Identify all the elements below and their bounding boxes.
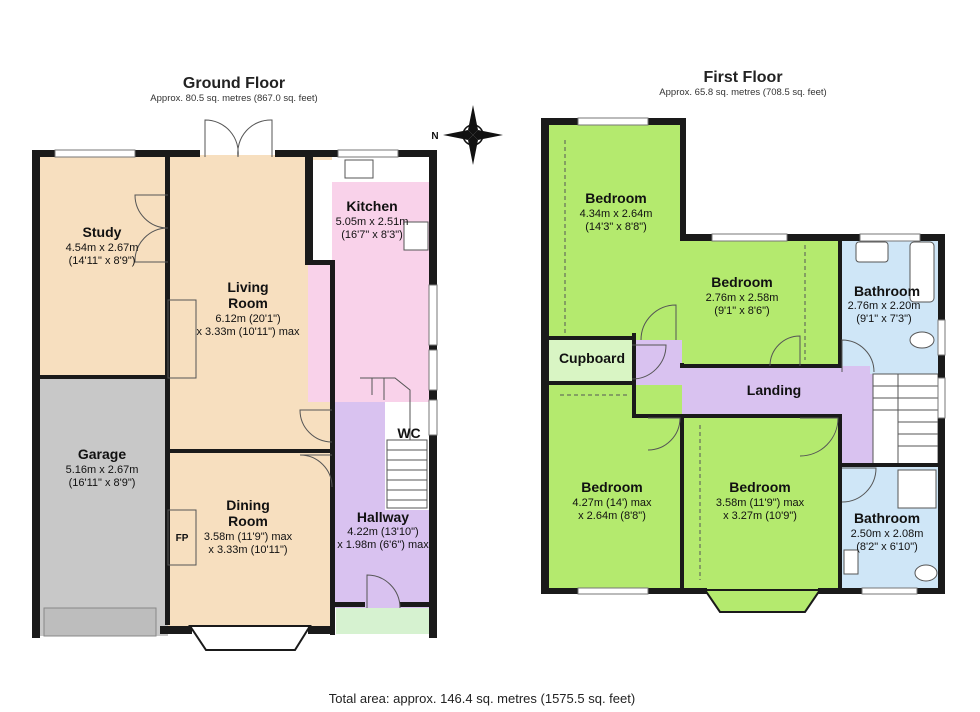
kitchen-left-strip [308, 262, 332, 402]
dining-dim-2: x 3.33m (10'11") [208, 544, 287, 556]
bedroom-4-dim-1: 3.58m (11'9") max [716, 497, 805, 509]
bedroom-4-bay [703, 589, 822, 613]
study-dim-metric: 4.54m x 2.67m [66, 242, 139, 254]
ground-floor-title: Ground Floor [183, 75, 285, 92]
bedroom-1-dim-metric: 4.34m x 2.64m [580, 208, 653, 220]
hallway-dim-2: x 1.98m (6'6") max [337, 539, 429, 551]
bedroom-3-dim-1: 4.27m (14') max [572, 497, 652, 509]
bathroom-1-name: Bathroom [854, 283, 920, 299]
first-floor-doors [560, 140, 877, 580]
compass-label: N [431, 131, 438, 142]
living-name-line2: Room [228, 295, 268, 311]
ground-floor-stairs [360, 377, 428, 509]
bathroom-2-dim-imperial: (8'2" x 6'10") [856, 541, 918, 553]
landing-room [632, 340, 898, 465]
bedroom-1-dim-imperial: (14'3" x 8'8") [585, 221, 647, 233]
kitchen-dim-metric: 5.05m x 2.51m [336, 216, 409, 228]
bedroom-2-name: Bedroom [711, 274, 772, 290]
bedroom-1-ext [632, 123, 682, 363]
landing-name: Landing [747, 382, 801, 398]
dining-name-line2: Room [228, 513, 268, 529]
hallway-name: Hallway [357, 509, 409, 525]
bedroom-1-name: Bedroom [585, 190, 646, 206]
fireplace-label: FP [176, 533, 189, 544]
garage-dim-imperial: (16'11" x 8'9") [69, 477, 136, 489]
compass-icon: N [431, 105, 503, 165]
total-area: Total area: approx. 146.4 sq. metres (15… [329, 691, 635, 706]
bedroom-2-dim-metric: 2.76m x 2.58m [706, 292, 779, 304]
bathroom-2-name: Bathroom [854, 510, 920, 526]
living-french-doors [134, 119, 401, 609]
study-name: Study [83, 224, 122, 240]
first-floor-area: Approx. 65.8 sq. metres (708.5 sq. feet) [659, 87, 826, 98]
living-name-line1: Living [227, 279, 268, 295]
bedroom-4-dim-2: x 3.27m (10'9") [723, 510, 797, 522]
bedroom-3-name: Bedroom [581, 479, 642, 495]
cupboard-room [547, 338, 632, 382]
porch [336, 608, 429, 634]
first-floor-stairs [872, 373, 939, 465]
dining-dim-1: 3.58m (11'9") max [204, 531, 293, 543]
garage-door [43, 607, 157, 637]
bathroom-2-dim-metric: 2.50m x 2.08m [851, 528, 924, 540]
bathroom-fixtures [843, 241, 938, 582]
bedroom-2-room [682, 238, 840, 366]
bathroom-1-dim-metric: 2.76m x 2.20m [848, 300, 921, 312]
hallway-dim-1: 4.22m (13'10") [347, 526, 418, 538]
kitchen-hob [403, 221, 429, 251]
ground-floor: Ground Floor Approx. 80.5 sq. metres (86… [32, 75, 438, 651]
garage-name: Garage [78, 446, 126, 462]
first-floor: First Floor Approx. 65.8 sq. metres (708… [541, 69, 946, 613]
ground-floor-windows [54, 149, 438, 436]
garage-room [38, 377, 168, 636]
kitchen-name: Kitchen [346, 198, 397, 214]
kitchen-room [332, 182, 433, 402]
ground-floor-area: Approx. 80.5 sq. metres (867.0 sq. feet) [150, 93, 317, 104]
living-dim-2: x 3.33m (10'11") max [196, 326, 300, 338]
study-room [38, 155, 168, 377]
kitchen-dim-imperial: (16'7" x 8'3") [341, 229, 403, 241]
fireplace [167, 509, 197, 566]
dining-room [168, 451, 332, 626]
study-dim-imperial: (14'11" x 8'9") [69, 255, 136, 267]
cupboard-name: Cupboard [559, 350, 625, 366]
living-fixture [167, 299, 197, 379]
bedroom-3-dim-2: x 2.64m (8'8") [578, 510, 646, 522]
first-floor-title: First Floor [703, 69, 782, 86]
dining-bay [188, 625, 312, 651]
bedroom-2-dim-imperial: (9'1" x 8'6") [714, 305, 769, 317]
living-room [168, 155, 332, 451]
bathroom-1-dim-imperial: (9'1" x 7'3") [856, 313, 911, 325]
kitchen-sink [344, 159, 374, 179]
bedroom-3-room [547, 385, 682, 590]
wc-name: WC [397, 425, 420, 441]
bedroom-4-name: Bedroom [729, 479, 790, 495]
first-floor-windows [577, 117, 946, 595]
dining-name-line1: Dining [226, 497, 270, 513]
bedroom-4-room [682, 418, 840, 590]
living-dim-1: 6.12m (20'1") [215, 313, 280, 325]
garage-dim-metric: 5.16m x 2.67m [66, 464, 139, 476]
